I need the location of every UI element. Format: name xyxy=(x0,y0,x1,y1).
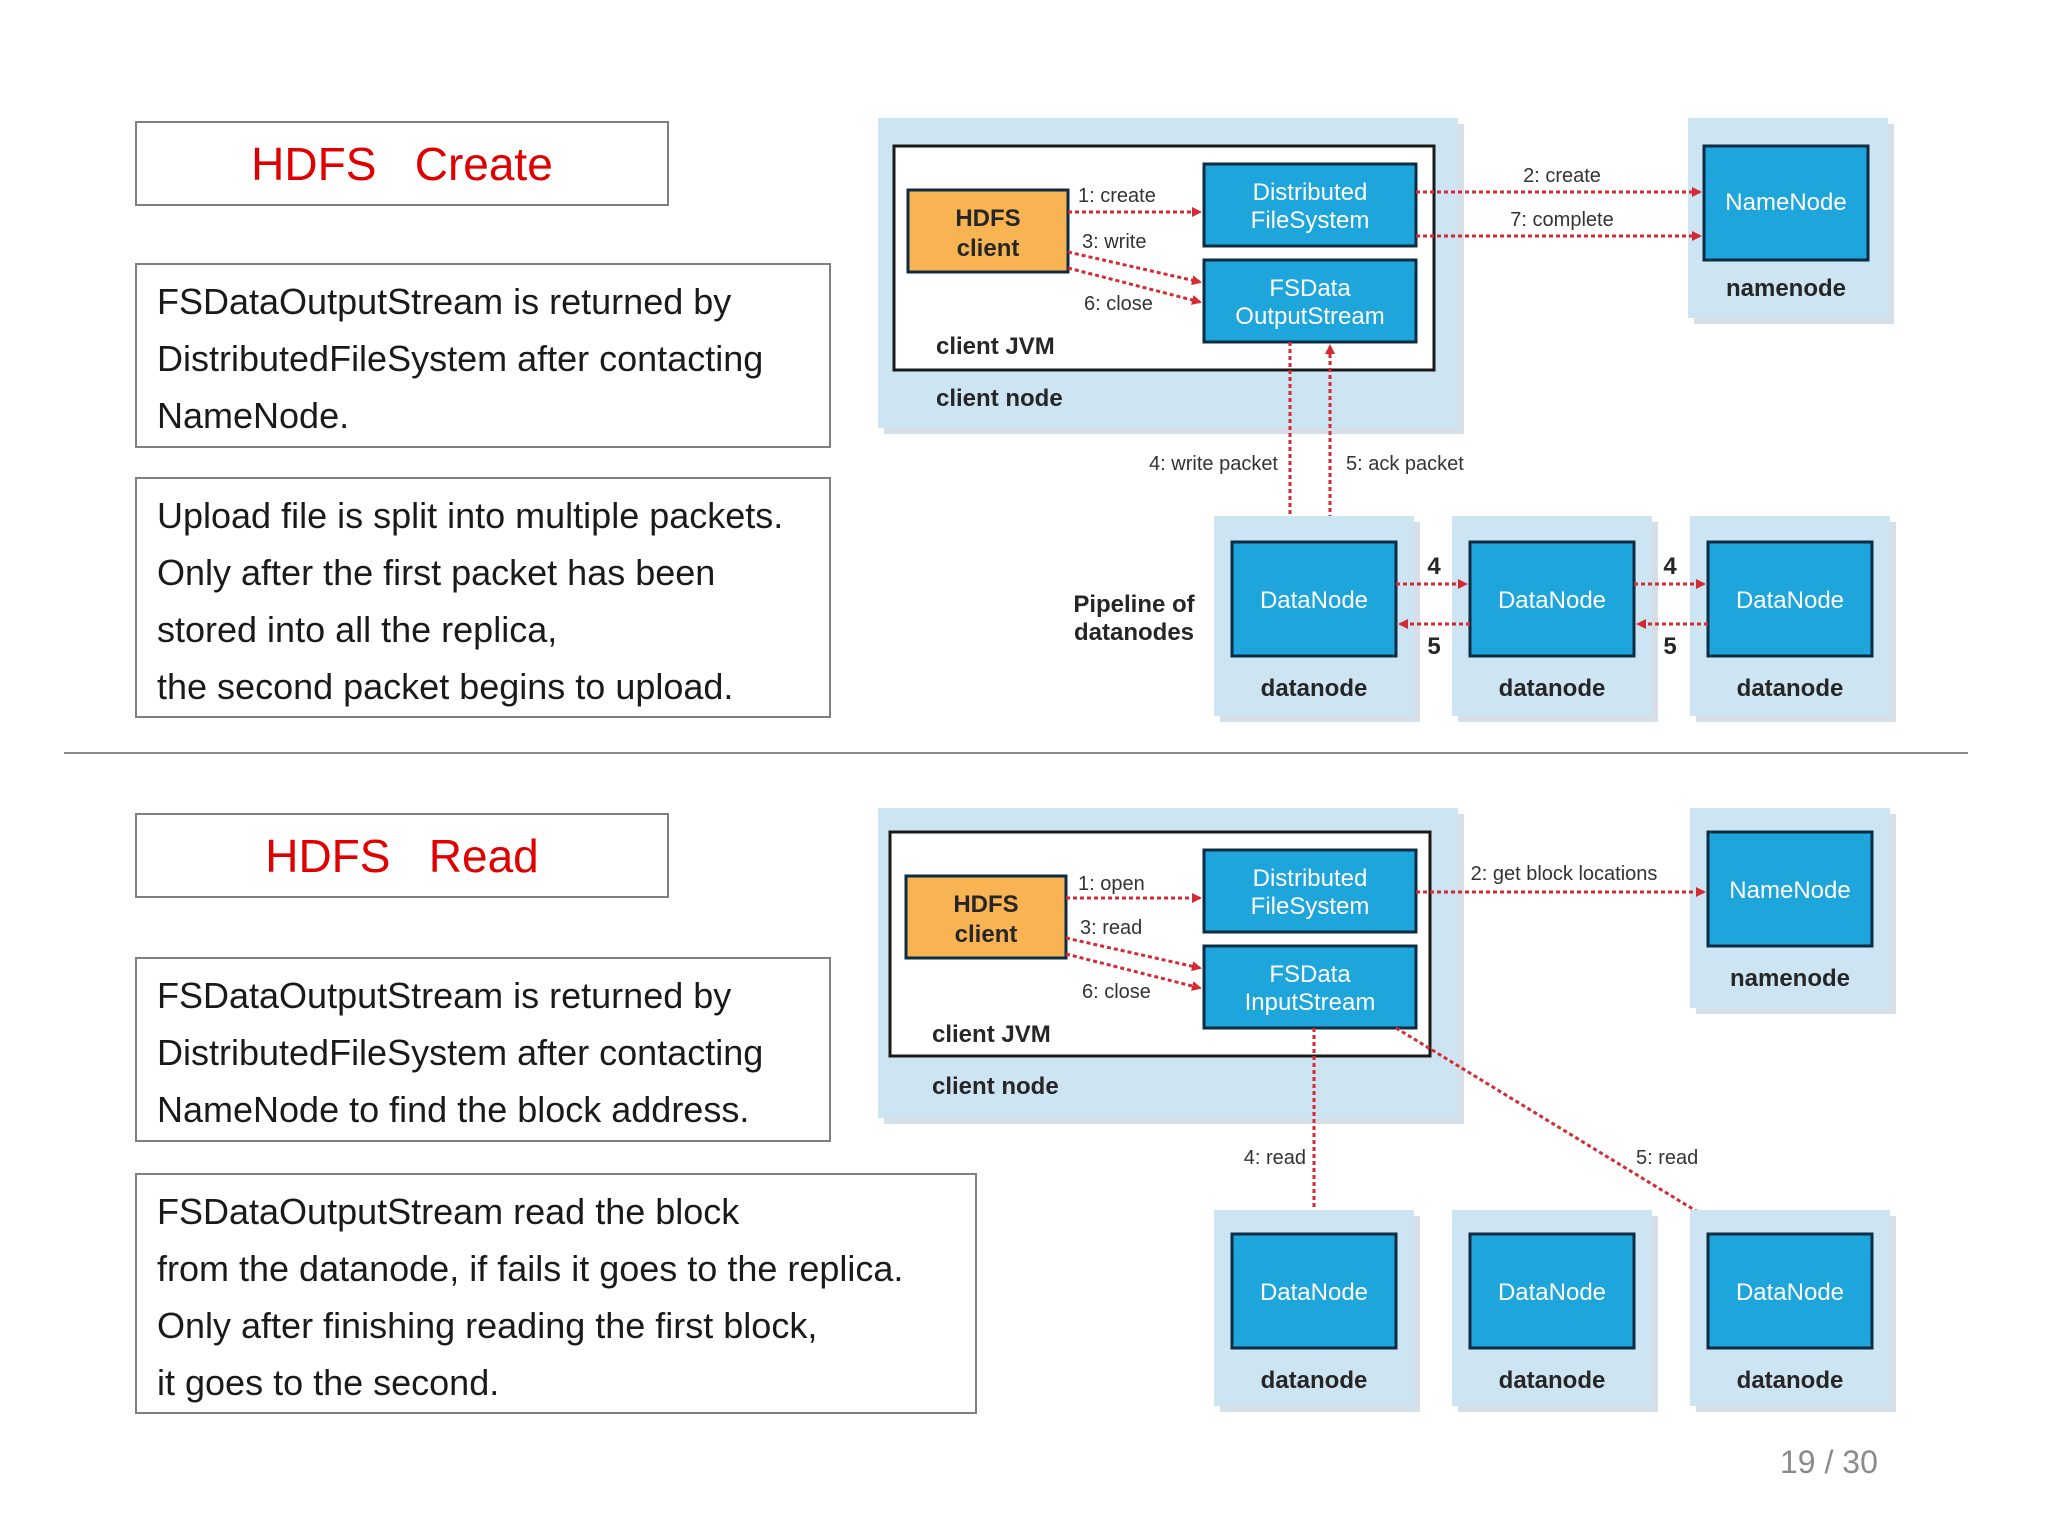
read-title: HDFS Read xyxy=(265,829,539,882)
datanode-node xyxy=(1706,540,1874,658)
pipe-4-label: 4 xyxy=(1427,553,1441,580)
datanode-box-label: DataNode xyxy=(1498,1279,1606,1306)
text-line: Only after finishing reading the first b… xyxy=(157,1305,818,1346)
client-jvm-label: client JVM xyxy=(936,333,1055,360)
step-1-label: 1: open xyxy=(1078,873,1145,895)
text-line: NameNode. xyxy=(157,395,350,436)
arrow-write xyxy=(1067,250,1202,286)
create-title: HDFS Create xyxy=(251,137,553,190)
hdfs-client-label: client xyxy=(955,921,1018,948)
read-title-box: HDFS Read xyxy=(135,813,669,898)
text-line: NameNode to find the block address. xyxy=(157,1089,750,1130)
create-title-box: HDFS Create xyxy=(135,121,669,206)
text-line: DistributedFileSystem after contacting xyxy=(157,1032,764,1073)
fsdata-inputstream-node xyxy=(1202,944,1418,1030)
arrow-close xyxy=(1067,266,1202,305)
step-3-label: 3: write xyxy=(1082,231,1146,253)
hdfs-create-diagram: HDFS client Distributed FileSystem FSDat… xyxy=(878,118,1896,722)
step-1-label: 1: create xyxy=(1078,185,1156,207)
hdfs-client-label: client xyxy=(957,235,1020,262)
datanode-label: datanode xyxy=(1261,1367,1368,1394)
datanode-box-label: DataNode xyxy=(1260,587,1368,614)
datanode-box-label: DataNode xyxy=(1260,1279,1368,1306)
pipeline-label: datanodes xyxy=(1074,619,1194,646)
step-6-label: 6: close xyxy=(1082,981,1151,1003)
arrow-read-datanode-3 xyxy=(1395,1026,1726,1230)
pipeline-label: Pipeline of xyxy=(1073,591,1195,618)
datanode-node xyxy=(1706,1232,1874,1350)
datanode-label: datanode xyxy=(1261,675,1368,702)
client-node-label: client node xyxy=(936,385,1063,412)
datanode-node xyxy=(1468,540,1636,658)
page-number: 19 / 30 xyxy=(1780,1444,1878,1480)
text-line: stored into all the replica, xyxy=(157,609,558,650)
client-node-label: client node xyxy=(932,1073,1059,1100)
text-line: FSDataOutputStream read the block xyxy=(157,1191,740,1232)
text-line: Upload file is split into multiple packe… xyxy=(157,495,784,536)
hdfs-read-diagram: HDFS client Distributed FileSystem FSDat… xyxy=(878,808,1896,1412)
datanode-node xyxy=(1230,540,1398,658)
pipe-5-label: 5 xyxy=(1663,633,1676,660)
arrow-close xyxy=(1065,952,1202,991)
step-5-label: 5: read xyxy=(1636,1147,1698,1169)
read-info-box-2: FSDataOutputStream read the block from t… xyxy=(135,1173,977,1414)
step-4-label: 4: read xyxy=(1244,1147,1306,1169)
hdfs-client-node xyxy=(906,188,1070,274)
stream-label: FSData xyxy=(1269,275,1351,302)
step-5-label: 5: ack packet xyxy=(1346,453,1464,475)
hdfs-client-label: HDFS xyxy=(955,205,1020,232)
namenode-label: namenode xyxy=(1726,275,1846,302)
namenode-node xyxy=(1702,144,1870,262)
datanode-label: datanode xyxy=(1499,675,1606,702)
datanode-node xyxy=(1468,1232,1636,1350)
step-2-label: 2: get block locations xyxy=(1471,863,1658,885)
pipe-4-label: 4 xyxy=(1663,553,1677,580)
stream-label: FSData xyxy=(1269,961,1351,988)
dfs-label: Distributed xyxy=(1253,865,1368,892)
text-line: from the datanode, if fails it goes to t… xyxy=(157,1248,904,1289)
text-line: FSDataOutputStream is returned by xyxy=(157,975,732,1016)
datanode-label: datanode xyxy=(1737,675,1844,702)
create-info-box-1: FSDataOutputStream is returned by Distri… xyxy=(135,263,831,448)
dfs-label: Distributed xyxy=(1253,179,1368,206)
arrow-read xyxy=(1065,936,1202,972)
read-info-box-1: FSDataOutputStream is returned by Distri… xyxy=(135,957,831,1142)
namenode-label: namenode xyxy=(1730,965,1850,992)
stream-label: OutputStream xyxy=(1235,303,1384,330)
fsdata-outputstream-node xyxy=(1202,258,1418,344)
pipe-5-label: 5 xyxy=(1427,633,1440,660)
create-info-box-2: Upload file is split into multiple packe… xyxy=(135,477,831,718)
text-line: Only after the first packet has been xyxy=(157,552,716,593)
namenode-box-label: NameNode xyxy=(1725,189,1846,216)
datanode-node xyxy=(1230,1232,1398,1350)
datanode-box-label: DataNode xyxy=(1498,587,1606,614)
text-line: DistributedFileSystem after contacting xyxy=(157,338,764,379)
hdfs-client-node xyxy=(904,874,1068,960)
text-line: it goes to the second. xyxy=(157,1362,500,1403)
text-line: the second packet begins to upload. xyxy=(157,666,734,707)
stream-label: InputStream xyxy=(1245,989,1376,1016)
datanode-label: datanode xyxy=(1737,1367,1844,1394)
step-4-label: 4: write packet xyxy=(1149,453,1278,475)
step-6-label: 6: close xyxy=(1084,293,1153,315)
datanode-box-label: DataNode xyxy=(1736,587,1844,614)
distributed-filesystem-node xyxy=(1202,848,1418,934)
namenode-node xyxy=(1706,830,1874,948)
section-divider xyxy=(64,752,1968,754)
dfs-label: FileSystem xyxy=(1251,893,1370,920)
client-jvm-label: client JVM xyxy=(932,1021,1051,1048)
namenode-box-label: NameNode xyxy=(1729,877,1850,904)
step-3-label: 3: read xyxy=(1080,917,1142,939)
dfs-label: FileSystem xyxy=(1251,207,1370,234)
step-2-label: 2: create xyxy=(1523,165,1601,187)
hdfs-client-label: HDFS xyxy=(953,891,1018,918)
datanode-label: datanode xyxy=(1499,1367,1606,1394)
text-line: FSDataOutputStream is returned by xyxy=(157,281,732,322)
datanode-box-label: DataNode xyxy=(1736,1279,1844,1306)
step-7-label: 7: complete xyxy=(1510,209,1613,231)
distributed-filesystem-node xyxy=(1202,162,1418,248)
